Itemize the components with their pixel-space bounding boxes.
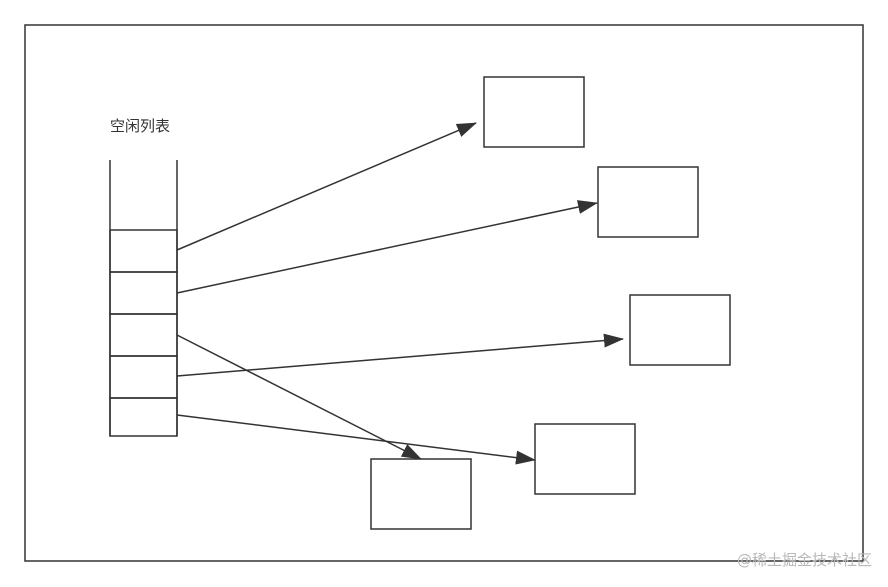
pointer-arrow-4 <box>176 333 624 377</box>
free-list-slot-5 <box>109 397 178 437</box>
free-list-slot-4 <box>109 355 178 399</box>
memory-block-2 <box>597 166 699 238</box>
memory-block-4 <box>534 423 636 495</box>
memory-block-1 <box>483 76 585 148</box>
free-list-pointers <box>176 122 624 465</box>
pointer-arrow-2 <box>176 200 598 294</box>
memory-block-5 <box>370 458 472 530</box>
free-list-slot-2 <box>109 271 178 315</box>
pointer-arrow-5 <box>176 414 536 465</box>
pointer-arrow-1 <box>176 122 477 251</box>
memory-block-3 <box>629 294 731 366</box>
free-list-column <box>109 160 178 437</box>
diagram-frame <box>24 24 864 562</box>
free-list-slot-3 <box>109 313 178 357</box>
free-list-title: 空闲列表 <box>110 117 170 135</box>
watermark-text: @稀土掘金技术社区 <box>737 551 872 569</box>
free-list-slot-1 <box>109 229 178 273</box>
pointer-arrow-3 <box>176 334 422 460</box>
